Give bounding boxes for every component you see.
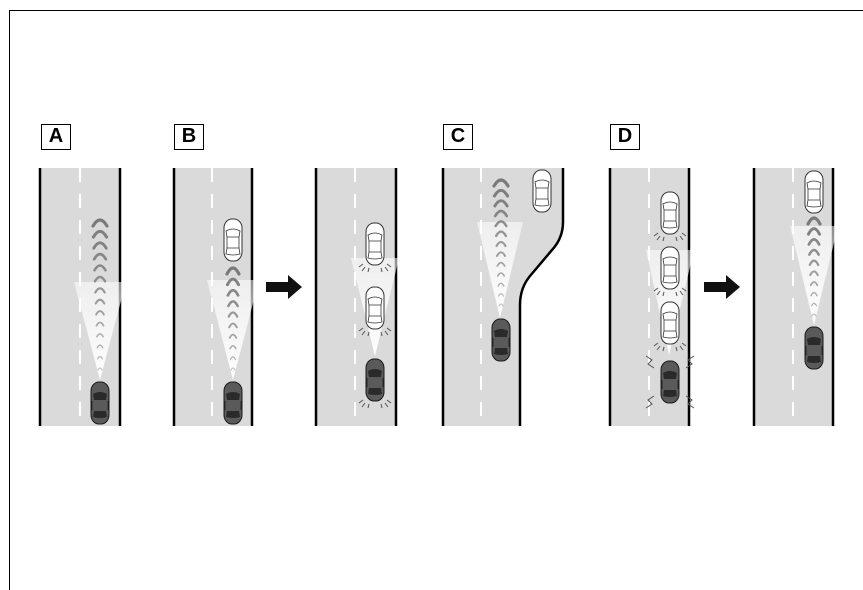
radar-wave — [92, 241, 108, 250]
radar-wave — [230, 367, 236, 371]
radar-wave — [97, 367, 103, 371]
radar-wave — [497, 293, 505, 297]
radar-wave — [808, 248, 820, 256]
radar-wave — [226, 288, 240, 297]
radar-wave — [93, 275, 107, 283]
radar-wave — [494, 220, 508, 228]
radar-wave — [92, 252, 108, 261]
radar-wave — [94, 298, 106, 305]
lead-car-b1 — [223, 218, 243, 262]
radar-wave — [492, 188, 510, 198]
radar-wave — [97, 356, 103, 360]
radar-wave — [95, 321, 105, 327]
radar-wave — [225, 277, 241, 287]
radar-wave — [493, 199, 509, 208]
radar-wave — [498, 303, 504, 307]
radar-wave — [496, 261, 506, 267]
radar-wave — [810, 302, 818, 307]
radar-wave — [94, 287, 106, 294]
radar-wave — [809, 281, 819, 287]
own-car-a — [90, 381, 110, 425]
radar-wave — [96, 333, 104, 338]
radar-wave — [806, 216, 822, 226]
lead-car-d1-2 — [660, 246, 680, 290]
radar-wave — [227, 311, 239, 318]
lead-car-d1-3 — [660, 301, 680, 345]
radar-wave — [229, 356, 237, 360]
radar-wave — [91, 229, 109, 239]
radar-wave — [492, 178, 510, 188]
radar-wave — [810, 291, 818, 297]
radar-wave — [806, 227, 822, 236]
radar-wave — [811, 313, 817, 317]
merging-car-c — [532, 169, 552, 213]
radar-wave — [496, 272, 506, 277]
lead-car-d2 — [804, 170, 824, 214]
radar-wave — [96, 344, 104, 349]
radar-wave — [229, 345, 237, 350]
radar-beam-d2 — [790, 216, 838, 325]
lead-car-b2 — [365, 222, 385, 266]
radar-wave — [228, 322, 238, 329]
radar-wave — [809, 270, 819, 277]
radar-wave — [225, 266, 241, 276]
radar-wave — [494, 230, 508, 238]
radar-wave — [493, 209, 509, 218]
own-car-b2 — [365, 358, 385, 402]
cut-in-car-b2 — [365, 286, 385, 330]
radar-beam-a — [74, 218, 126, 380]
radar-wave — [495, 251, 507, 257]
radar-beam-b1 — [207, 266, 259, 380]
scenario-c-label: C — [443, 124, 473, 150]
radar-wave — [495, 240, 507, 248]
own-car-d2 — [804, 326, 824, 370]
own-car-b1 — [223, 381, 243, 425]
radar-wave — [497, 282, 505, 287]
radar-beam-c — [477, 178, 523, 318]
scenario-b-label: B — [174, 124, 204, 150]
lead-car-d1-1 — [660, 191, 680, 235]
radar-wave — [227, 300, 239, 308]
scenario-d-label: D — [610, 124, 640, 150]
transition-arrow-d — [704, 275, 740, 299]
radar-wave — [95, 310, 105, 316]
radar-wave — [808, 259, 820, 266]
page-frame — [9, 10, 863, 590]
radar-wave — [807, 238, 821, 246]
radar-wave — [91, 218, 109, 228]
transition-arrow-b — [266, 275, 302, 299]
scenario-a-label: A — [41, 124, 71, 150]
radar-wave — [228, 333, 238, 339]
own-car-c — [491, 318, 511, 362]
own-car-d1 — [660, 360, 680, 404]
sudden-brake-marks — [645, 355, 695, 409]
radar-wave — [93, 264, 107, 272]
